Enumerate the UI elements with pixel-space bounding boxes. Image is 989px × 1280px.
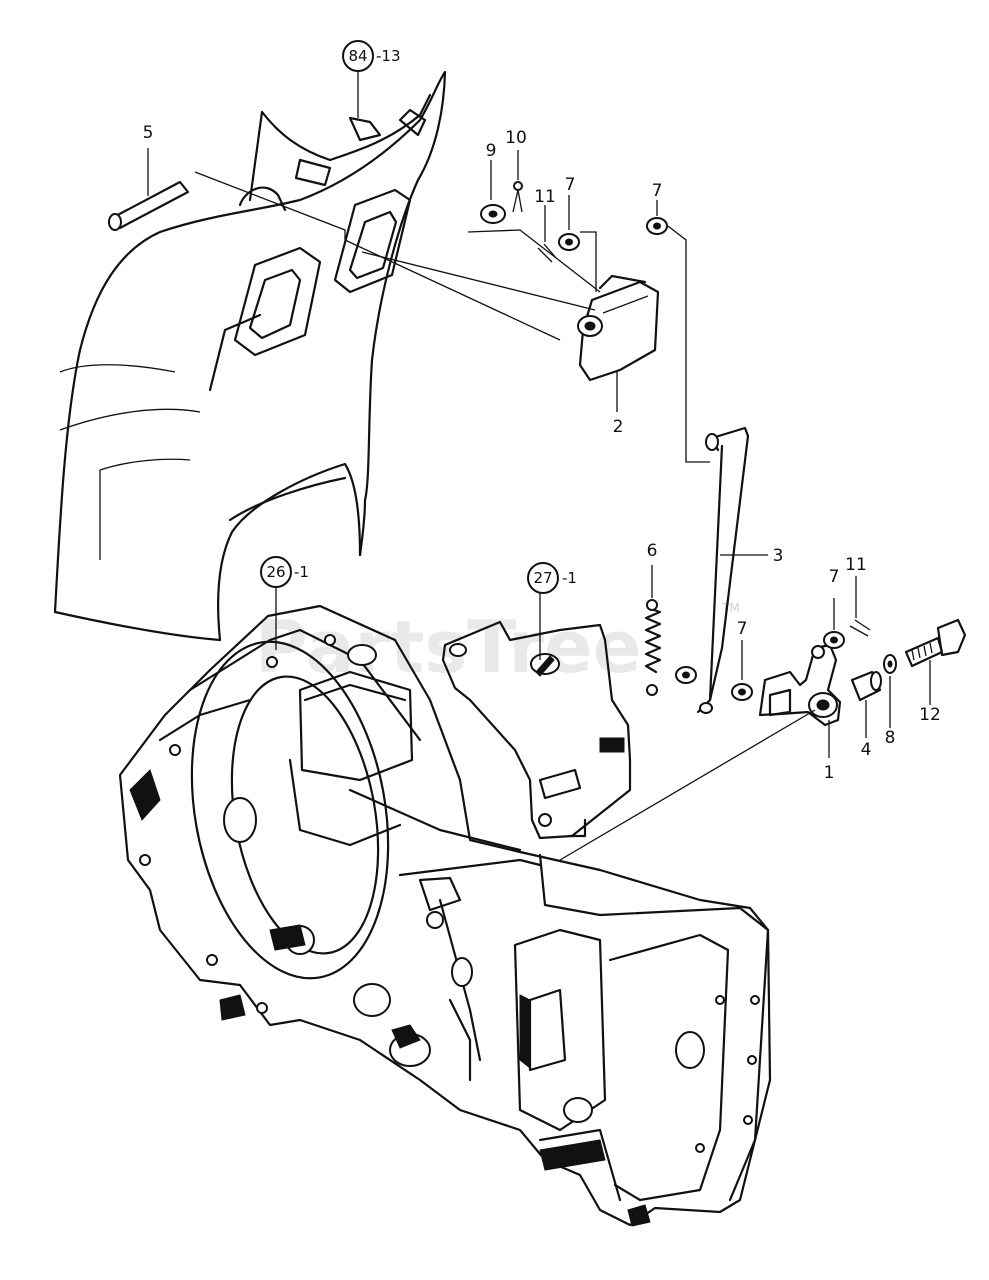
washer-part-8 (883, 654, 897, 728)
callout-11-top: 11 (534, 187, 556, 207)
callout-2: 2 (613, 417, 624, 437)
callout-labels: 5 9 10 11 7 7 2 6 3 7 11 7 12 1 4 8 (143, 123, 941, 783)
clip-part-11-top (537, 205, 557, 263)
watermark: PartsTree (255, 605, 642, 689)
bracket-part-2 (577, 274, 660, 412)
callout-7-b: 7 (652, 181, 663, 201)
callout-12: 12 (919, 705, 941, 725)
reference-26-suffix: -1 (294, 563, 309, 581)
fender-assembly (53, 70, 447, 642)
callout-10: 10 (505, 128, 527, 148)
reference-26-number: 26 (266, 563, 285, 581)
watermark-tm: TM (721, 601, 740, 615)
washer-part-7-b (646, 200, 710, 463)
callout-6: 6 (647, 541, 658, 561)
callout-11-right: 11 (845, 555, 867, 575)
reference-26: 26 -1 (260, 556, 309, 650)
callout-7-d: 7 (829, 567, 840, 587)
reference-84: 84 -13 (342, 40, 401, 118)
callout-7-a: 7 (565, 175, 576, 195)
callout-1: 1 (824, 763, 835, 783)
callout-4: 4 (861, 740, 872, 760)
reference-84-number: 84 (348, 47, 367, 65)
callout-3: 3 (773, 546, 784, 566)
washer-part-9 (480, 160, 506, 224)
pin-part-10 (512, 150, 523, 213)
washer-part-7-a (558, 195, 597, 292)
plate-ref-27 (441, 590, 632, 840)
washer-part-7-d (823, 598, 845, 649)
callout-7-c: 7 (737, 619, 748, 639)
spring-part-6 (644, 565, 662, 696)
bushing-part-4 (850, 670, 882, 738)
washer-part-7-c (731, 640, 753, 701)
lever-part-1 (559, 643, 842, 861)
clip-part-11-right (849, 576, 871, 637)
pin-part-5 (108, 148, 190, 231)
rod-part-3 (696, 426, 768, 714)
callout-9: 9 (486, 141, 497, 161)
reference-27-number: 27 (533, 569, 552, 587)
reference-27: 27 -1 (527, 562, 577, 594)
reference-27-suffix: -1 (562, 569, 577, 587)
fender-leader-lines (194, 171, 601, 341)
callout-8: 8 (885, 728, 896, 748)
callout-5: 5 (143, 123, 154, 143)
reference-84-suffix: -13 (376, 47, 401, 65)
bolt-part-12 (904, 618, 967, 705)
transmission-housing (118, 604, 772, 1227)
washer-near-spring (675, 666, 697, 684)
